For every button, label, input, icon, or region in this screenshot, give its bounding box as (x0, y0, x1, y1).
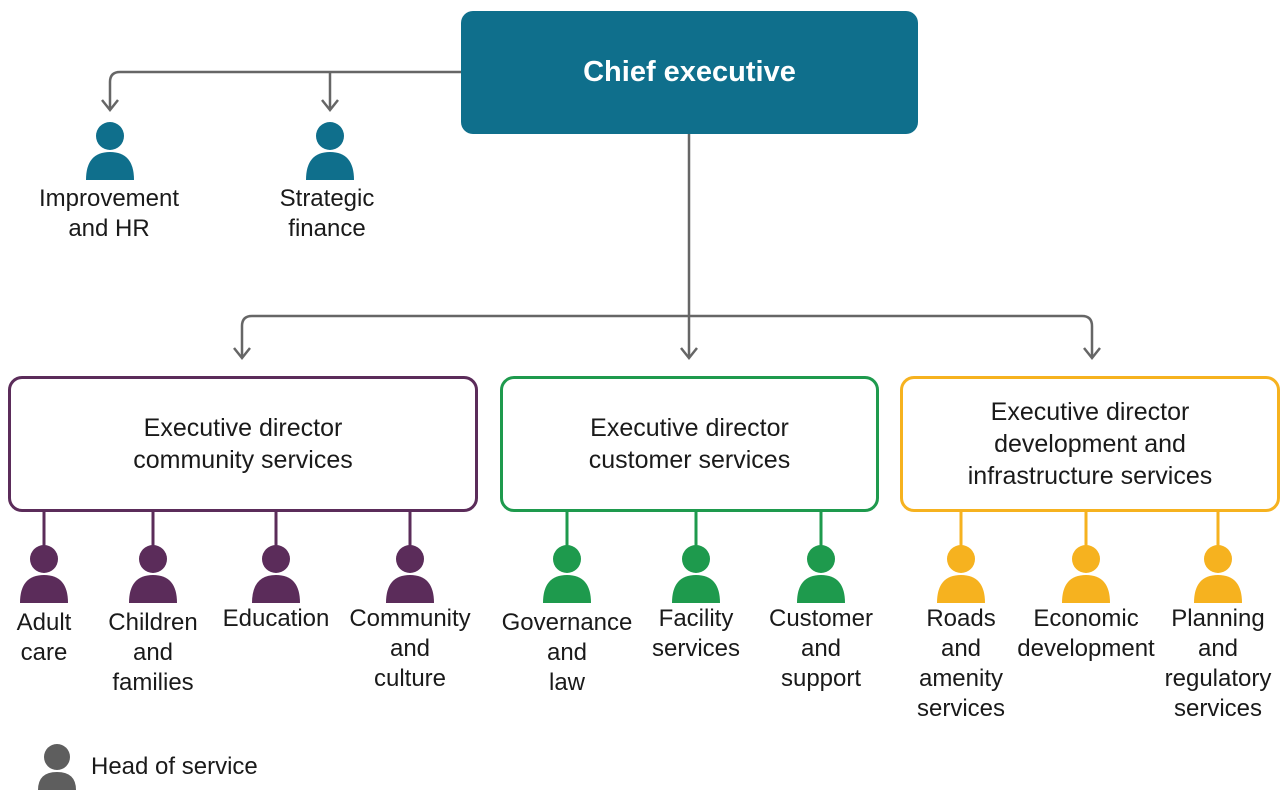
service-label-roads-amenity: Roads and amenity services (916, 605, 1006, 722)
arrow-head (101, 99, 119, 113)
arrow-head (321, 99, 339, 113)
service-label-economic-development: Economic development (1017, 605, 1155, 662)
arrow-head (1083, 347, 1101, 361)
person-icon (20, 545, 68, 603)
director-customer-box: Executive director customer services (500, 376, 879, 512)
chief-executive-box: Chief executive (461, 11, 918, 134)
unit-label-strategic-finance: Strategic finance (279, 185, 375, 242)
arrow-head (680, 347, 698, 361)
service-label-adult-care: Adult care (16, 609, 72, 666)
person-icon (672, 545, 720, 603)
service-label-community-culture: Community and culture (349, 605, 471, 692)
person-icon (306, 122, 354, 180)
service-label-children-families: Children and families (108, 609, 198, 696)
arrow-head (233, 347, 251, 361)
connector-ceo-to-top-units (108, 70, 461, 108)
service-label-facility-services: Facility services (651, 605, 741, 662)
service-label-planning-regulatory: Planning and regulatory services (1164, 605, 1272, 722)
director-customer-label: Executive director customer services (588, 414, 791, 474)
person-icon (937, 545, 985, 603)
service-label-governance-law: Governance and law (501, 609, 633, 696)
service-label-education: Education (222, 605, 330, 632)
person-icon (1194, 545, 1242, 603)
legend-label: Head of service (91, 753, 258, 780)
service-label-customer-support: Customer and support (768, 605, 874, 692)
person-icon (386, 545, 434, 603)
director-community-label: Executive director community services (133, 414, 353, 474)
person-icon (86, 122, 134, 180)
director-community-box: Executive director community services (8, 376, 478, 512)
person-icon (1062, 545, 1110, 603)
person-icon (543, 545, 591, 603)
chief-executive-label: Chief executive (583, 56, 796, 88)
person-icon (797, 545, 845, 603)
legend-person-icon (38, 744, 76, 790)
person-icon (252, 545, 300, 603)
director-infrastructure-label: Executive director development and infra… (967, 398, 1213, 490)
connector-director-bar (240, 314, 1094, 356)
person-icon (129, 545, 177, 603)
director-infrastructure-box: Executive director development and infra… (900, 376, 1280, 512)
unit-label-improvement-hr: Improvement and HR (38, 185, 180, 242)
